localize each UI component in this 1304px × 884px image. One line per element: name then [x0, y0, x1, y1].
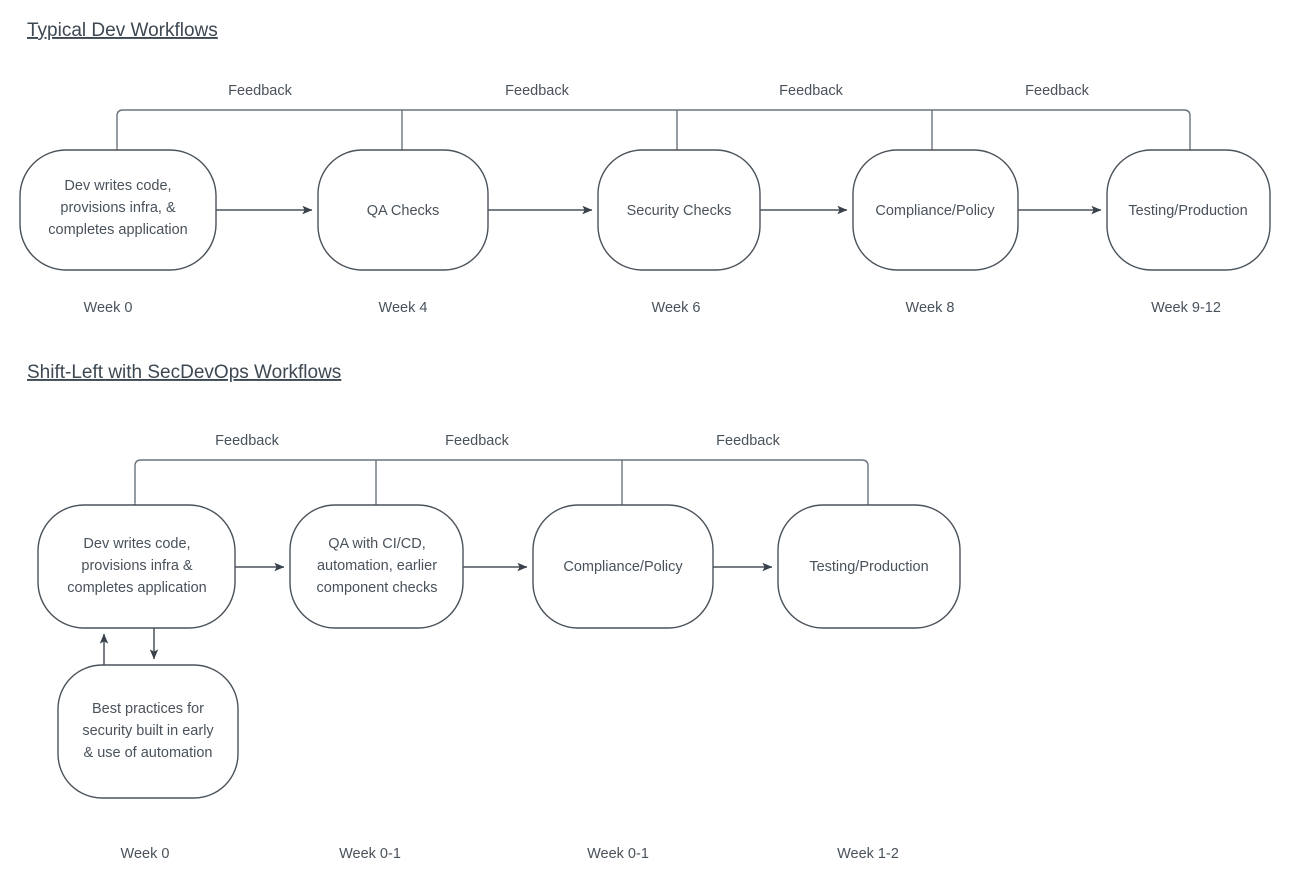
week-label-testing: Week 9-12 [1151, 300, 1221, 316]
section-title-typical-dev: Typical Dev Workflows [27, 20, 218, 41]
feedback-rail-section-1 [112, 109, 1191, 159]
node-security-checks[interactable]: Security Checks [597, 149, 761, 271]
week-label-qa: Week 4 [379, 300, 428, 316]
feedback-labels-section-2: Feedback Feedback Feedback [215, 433, 780, 449]
feedback-rail-section-2 [130, 459, 869, 514]
node-label-line-1: Best practices for [92, 701, 204, 717]
week-label-compliance: Week 8 [906, 300, 955, 316]
section-title-shift-left: Shift-Left with SecDevOps Workflows [27, 362, 341, 383]
feedback-label-3: Feedback [716, 433, 780, 449]
node-dev-writes-code[interactable]: Dev writes code, provisions infra, & com… [19, 149, 217, 271]
node-label-line-2: provisions infra, & [60, 200, 176, 216]
node-best-practices[interactable]: Best practices for security built in ear… [57, 664, 239, 799]
node-label-line-2: automation, earlier [317, 558, 437, 574]
feedback-label-2: Feedback [505, 83, 569, 99]
week-label-security: Week 6 [652, 300, 701, 316]
node-label-line-3: completes application [48, 222, 187, 238]
node-testing-production[interactable]: Testing/Production [1106, 149, 1271, 271]
feedback-label-2: Feedback [445, 433, 509, 449]
node-label-line-1: Compliance/Policy [563, 559, 683, 575]
node-testing-production-2[interactable]: Testing/Production [777, 504, 961, 629]
week-label-testing-2: Week 1-2 [837, 846, 899, 862]
node-label-line-3: component checks [317, 580, 438, 596]
node-compliance-policy-2[interactable]: Compliance/Policy [532, 504, 714, 629]
node-label-line-1: QA Checks [367, 203, 440, 219]
node-label-line-2: provisions infra & [81, 558, 193, 574]
node-label-line-3: & use of automation [84, 745, 213, 761]
feedback-labels-section-1: Feedback Feedback Feedback Feedback [228, 83, 1089, 99]
feedback-label-3: Feedback [779, 83, 843, 99]
node-shape [777, 504, 961, 629]
node-label-line-3: completes application [67, 580, 206, 596]
feedback-label-1: Feedback [215, 433, 279, 449]
node-shape [57, 664, 239, 799]
feedback-label-4: Feedback [1025, 83, 1089, 99]
node-shape [1106, 149, 1271, 271]
node-label-line-1: Dev writes code, [83, 536, 190, 552]
week-label-dev: Week 0 [84, 300, 133, 316]
feedback-label-1: Feedback [228, 83, 292, 99]
node-label-line-2: security built in early [82, 723, 214, 739]
node-label-line-1: Compliance/Policy [875, 203, 995, 219]
node-compliance-policy[interactable]: Compliance/Policy [852, 149, 1019, 271]
week-labels-section-2: Week 0 Week 0-1 Week 0-1 Week 1-2 [121, 846, 899, 862]
node-qa-with-cicd[interactable]: QA with CI/CD, automation, earlier compo… [289, 504, 464, 629]
node-label-line-1: Security Checks [627, 203, 732, 219]
feedback-rail-path-2 [130, 459, 869, 514]
node-label-line-1: Testing/Production [1128, 203, 1247, 219]
node-label-line-1: Dev writes code, [64, 178, 171, 194]
week-label-dev-2: Week 0 [121, 846, 170, 862]
week-labels-section-1: Week 0 Week 4 Week 6 Week 8 Week 9-12 [84, 300, 1221, 316]
node-label-line-1: QA with CI/CD, [328, 536, 426, 552]
week-label-qa-2: Week 0-1 [339, 846, 401, 862]
feedback-rail-path-1 [112, 109, 1191, 159]
node-dev-writes-code-2[interactable]: Dev writes code, provisions infra & comp… [37, 504, 236, 629]
node-label-line-1: Testing/Production [809, 559, 928, 575]
node-qa-checks[interactable]: QA Checks [317, 149, 489, 271]
flow-arrows-section-2 [99, 562, 773, 665]
week-label-compliance-2: Week 0-1 [587, 846, 649, 862]
